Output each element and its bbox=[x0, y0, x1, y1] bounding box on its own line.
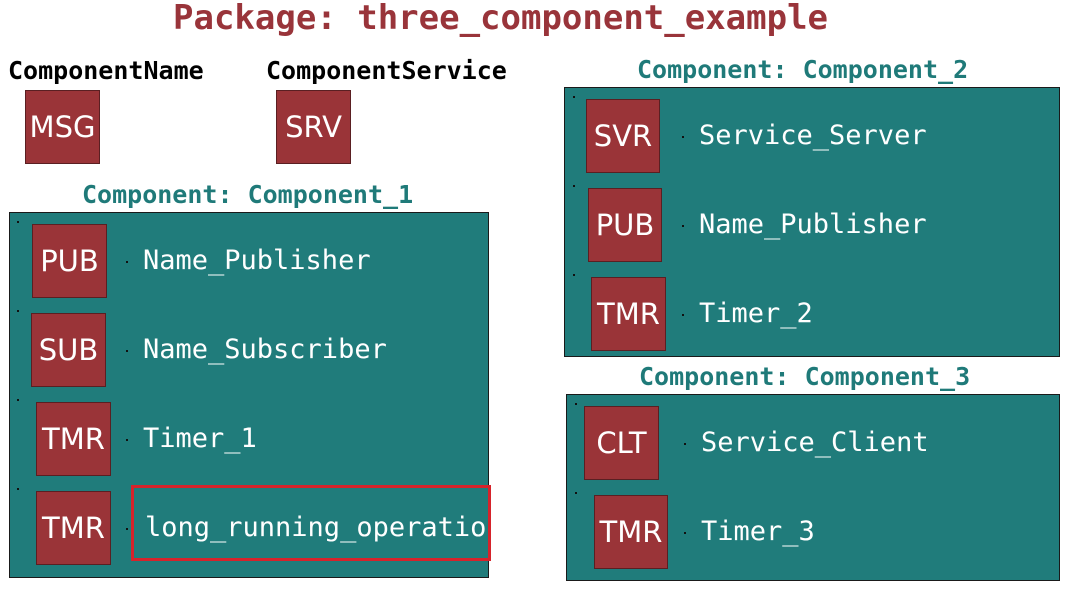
connector-dot bbox=[684, 443, 686, 445]
tmr-badge[interactable]: TMR bbox=[36, 491, 111, 565]
corner-marker bbox=[17, 399, 19, 401]
connector-dot bbox=[684, 532, 686, 534]
srv-badge[interactable]: SRV bbox=[276, 90, 351, 164]
tmr-badge[interactable]: TMR bbox=[36, 402, 111, 476]
connector-dot bbox=[126, 350, 128, 352]
package-title: Package: three_component_example bbox=[173, 0, 829, 38]
pub-badge[interactable]: PUB bbox=[32, 224, 107, 298]
corner-marker bbox=[575, 403, 577, 405]
item-label-long-running-operation: long_running_operation bbox=[145, 512, 489, 543]
component-3-panel: CLT Service_Client TMR Timer_3 bbox=[566, 394, 1060, 581]
sub-badge[interactable]: SUB bbox=[31, 313, 106, 387]
message-type-name: ComponentName bbox=[8, 56, 204, 85]
tmr-badge[interactable]: TMR bbox=[594, 495, 668, 569]
corner-marker bbox=[573, 274, 575, 276]
connector-dot bbox=[682, 314, 684, 316]
corner-marker bbox=[573, 96, 575, 98]
component-2-panel: SVR Service_Server PUB Name_Publisher TM… bbox=[564, 87, 1060, 357]
connector-dot bbox=[126, 528, 128, 530]
item-label-name-publisher: Name_Publisher bbox=[699, 209, 927, 240]
tmr-badge[interactable]: TMR bbox=[591, 277, 666, 351]
highlight-box bbox=[131, 485, 491, 561]
svr-badge[interactable]: SVR bbox=[586, 99, 660, 173]
corner-marker bbox=[17, 221, 19, 223]
clt-badge[interactable]: CLT bbox=[584, 406, 659, 480]
item-label-timer-3: Timer_3 bbox=[701, 516, 815, 547]
connector-dot bbox=[682, 225, 684, 227]
item-label-service-server: Service_Server bbox=[699, 120, 927, 151]
service-type-name: ComponentService bbox=[266, 56, 507, 85]
component-1-panel: PUB Name_Publisher SUB Name_Subscriber T… bbox=[9, 212, 489, 578]
corner-marker bbox=[573, 185, 575, 187]
item-label-name-publisher: Name_Publisher bbox=[143, 245, 371, 276]
component-2-title: Component: Component_2 bbox=[637, 55, 969, 84]
item-label-name-subscriber: Name_Subscriber bbox=[143, 334, 387, 365]
connector-dot bbox=[126, 261, 128, 263]
connector-dot bbox=[682, 136, 684, 138]
component-1-title: Component: Component_1 bbox=[82, 180, 414, 209]
pub-badge[interactable]: PUB bbox=[588, 188, 662, 262]
msg-badge[interactable]: MSG bbox=[25, 90, 100, 164]
corner-marker bbox=[575, 492, 577, 494]
corner-marker bbox=[17, 310, 19, 312]
corner-marker bbox=[17, 488, 19, 490]
item-label-timer-1: Timer_1 bbox=[143, 423, 257, 454]
item-label-service-client: Service_Client bbox=[701, 427, 929, 458]
item-label-timer-2: Timer_2 bbox=[699, 298, 813, 329]
component-3-title: Component: Component_3 bbox=[639, 362, 971, 391]
connector-dot bbox=[126, 439, 128, 441]
